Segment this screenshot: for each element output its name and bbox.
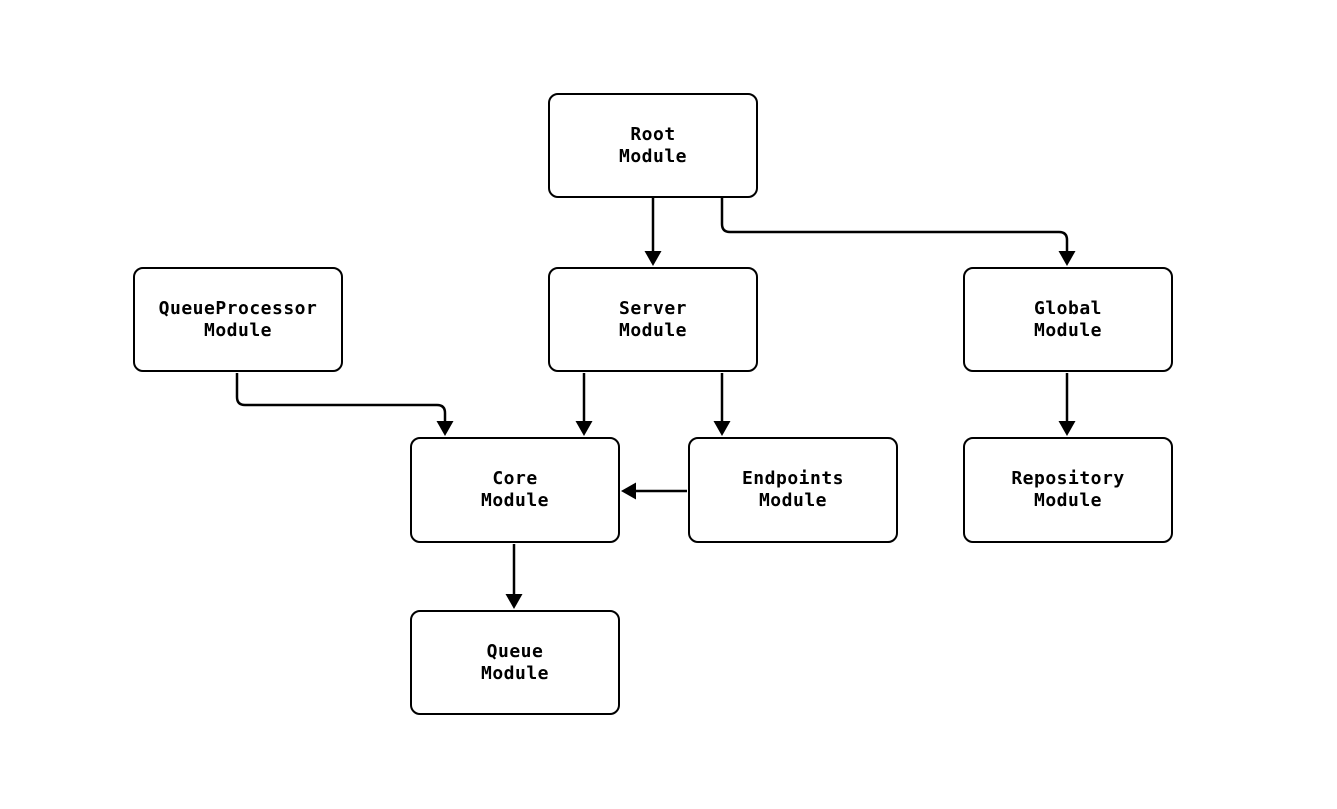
node-queueprocessor-module-label: QueueProcessor Module [158,297,318,341]
arrowhead-core-to-queue [505,594,523,609]
node-core-module[interactable]: Core Module [410,437,620,543]
node-server-module-label: Server Module [618,297,688,341]
node-repository-module-label: Repository Module [1011,468,1125,511]
node-endpoints-module[interactable]: Endpoints Module [688,437,898,543]
node-repository-module[interactable]: Repository Module [963,437,1173,543]
node-queue-module-label: Queue Module [480,640,550,684]
arrowhead-endpoints-to-core [621,482,636,500]
edge-queueprocessor-to-core [235,373,447,421]
arrowhead-queueprocessor-to-core [436,421,454,436]
node-global-module[interactable]: Global Module [963,267,1173,372]
edge-root-to-global [720,198,1069,251]
node-server-module[interactable]: Server Module [548,267,758,372]
arrowhead-root-to-global [1058,251,1076,266]
arrowhead-server-to-core [575,421,593,436]
node-queue-module[interactable]: Queue Module [410,610,620,715]
node-endpoints-module-label: Endpoints Module [741,468,845,511]
node-global-module-label: Global Module [1033,297,1103,341]
node-root-module-label: Root Module [618,123,688,167]
node-root-module[interactable]: Root Module [548,93,758,198]
node-queueprocessor-module[interactable]: QueueProcessor Module [133,267,343,372]
arrowhead-root-to-server [644,251,662,266]
node-core-module-label: Core Module [480,468,550,511]
arrowhead-global-to-repository [1058,421,1076,436]
arrowhead-server-to-endpoints [713,421,731,436]
